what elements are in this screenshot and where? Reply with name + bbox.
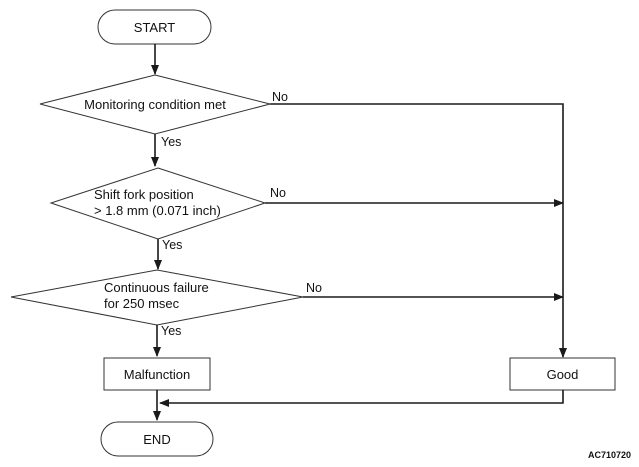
shift-fork-yes-label: Yes <box>162 238 182 252</box>
end-label: END <box>143 432 170 447</box>
decision-shift-fork-line1: Shift fork position <box>94 187 194 202</box>
good-box: Good <box>509 357 616 391</box>
figure-id: AC710720 <box>588 450 631 460</box>
start-node: START <box>97 9 212 45</box>
decision-continuous-line2: for 250 msec <box>104 296 180 311</box>
end-node: END <box>100 421 214 457</box>
continuous-yes-label: Yes <box>161 324 181 338</box>
continuous-no-label: No <box>306 281 322 295</box>
monitoring-yes-label: Yes <box>161 135 181 149</box>
shift-fork-no-label: No <box>270 186 286 200</box>
decision-continuous-line1: Continuous failure <box>104 280 209 295</box>
decision-monitoring-label: Monitoring condition met <box>84 97 226 112</box>
connector-good-to-end <box>159 390 564 407</box>
decision-monitoring: Monitoring condition met <box>39 74 271 135</box>
start-label: START <box>134 20 175 35</box>
decision-continuous-failure: Continuous failure for 250 msec <box>10 269 304 326</box>
decision-shift-fork: Shift fork position > 1.8 mm (0.071 inch… <box>49 167 267 240</box>
monitoring-no-label: No <box>272 90 288 104</box>
connector-monitoring-no <box>270 103 564 203</box>
decision-shift-fork-line2: > 1.8 mm (0.071 inch) <box>94 203 221 218</box>
malfunction-label: Malfunction <box>124 367 190 382</box>
good-label: Good <box>547 367 579 382</box>
malfunction-box: Malfunction <box>103 357 211 391</box>
